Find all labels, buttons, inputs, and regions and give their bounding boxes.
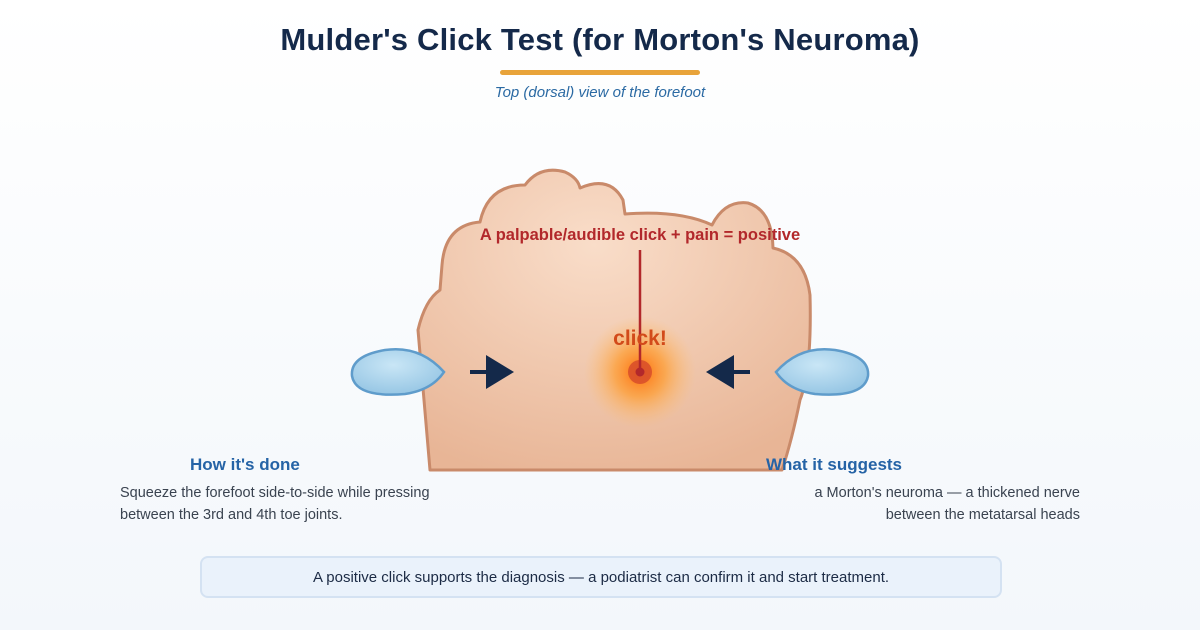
how-heading: How it's done [190,455,300,474]
how-line: between the 3rd and 4th toe joints. [120,507,343,523]
footer-note-box: A positive click supports the diagnosis … [200,556,1002,598]
how-line: Squeeze the forefoot side-to-side while … [120,485,430,501]
right-hand-icon [774,348,870,396]
left-hand-icon [350,348,446,396]
suggests-line: between the metatarsal heads [885,507,1080,523]
callout-label: A palpable/audible click + pain = positi… [480,226,800,244]
how-description: Squeeze the forefoot side-to-side while … [120,482,480,526]
page-title: Mulder's Click Test (for Morton's Neurom… [280,22,920,57]
forefoot-shape [416,168,812,472]
footer-note: A positive click supports the diagnosis … [312,568,890,586]
suggests-line: a Morton's neuroma — a thickened nerve [814,485,1080,501]
suggests-description: a Morton's neuroma — a thickened nerve b… [700,482,1080,526]
page-subtitle: Top (dorsal) view of the forefoot [494,84,706,101]
squeeze-arrow-right-icon [470,355,514,389]
squeeze-arrow-left-icon [706,355,750,389]
suggests-heading: What it suggests [766,455,903,474]
click-label: click! [613,327,667,350]
neuroma-center-dot [635,367,645,377]
title-underline [500,70,700,75]
